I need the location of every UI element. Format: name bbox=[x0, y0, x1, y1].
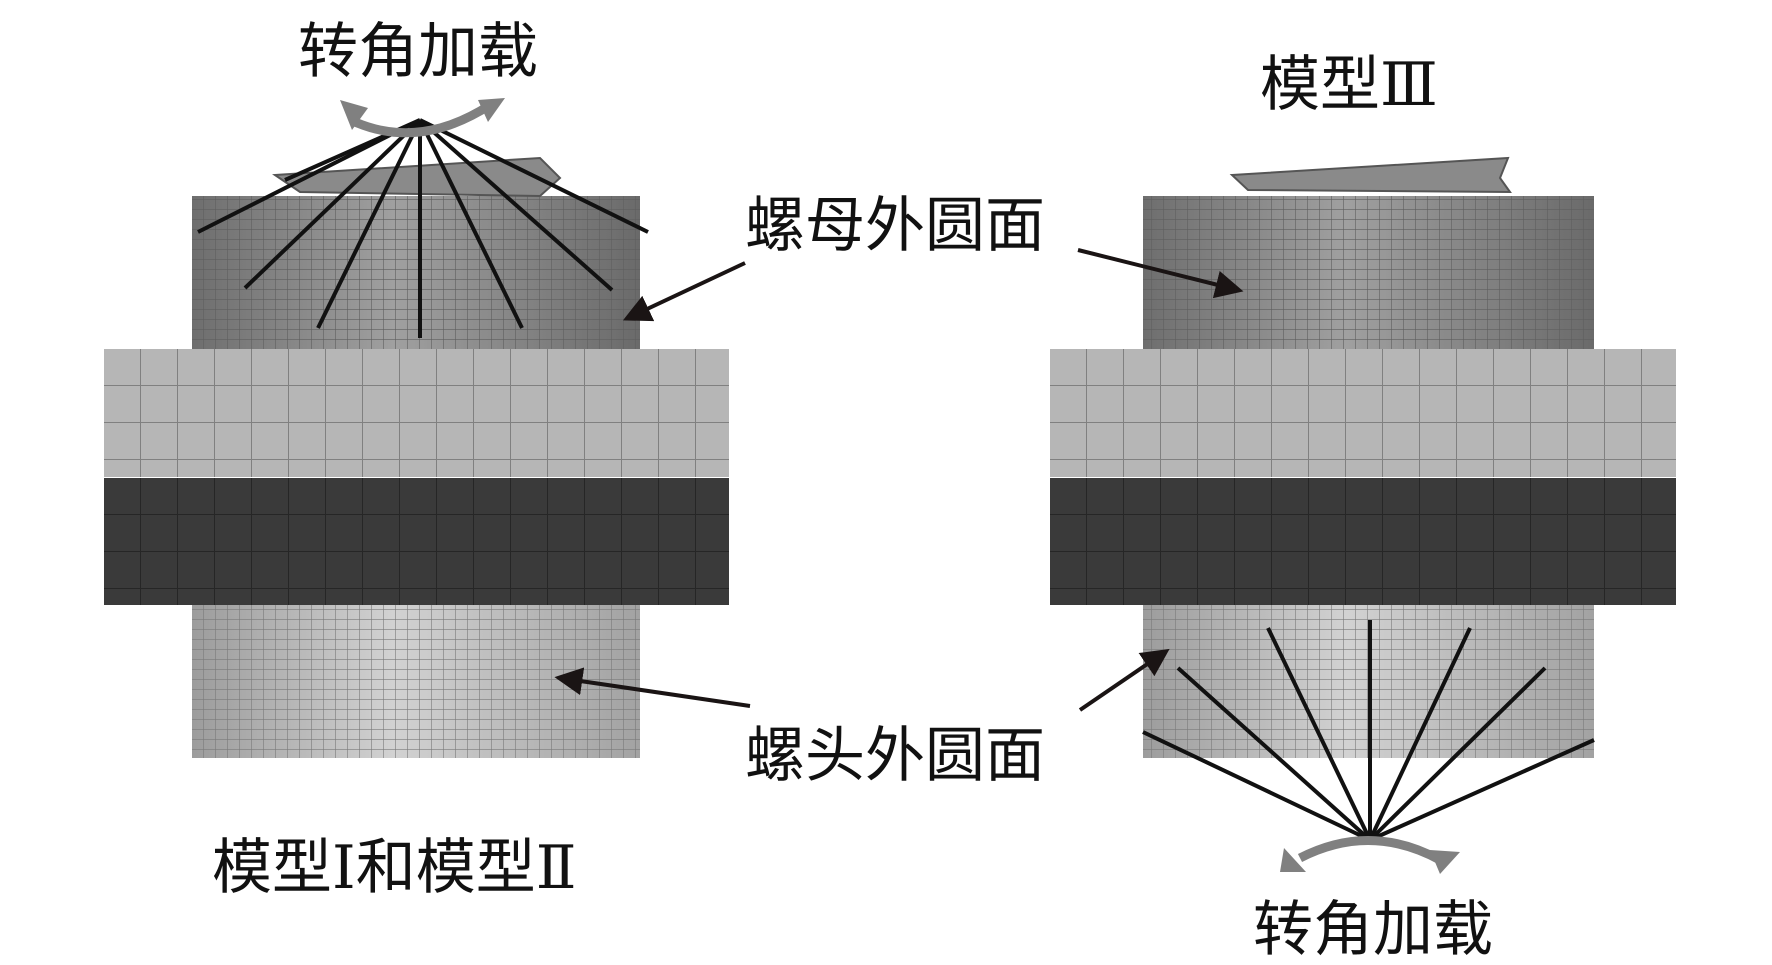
left-nut-thread bbox=[272, 156, 562, 198]
pointer-arrow-icon bbox=[622, 261, 746, 322]
rotation-load-label-top: 转角加载 bbox=[298, 17, 538, 87]
curved-rotation-arrow-icon bbox=[340, 98, 505, 138]
right-upper-plate bbox=[1050, 349, 1676, 477]
left-upper-plate bbox=[104, 349, 729, 477]
curved-rotation-arrow-icon bbox=[1280, 836, 1460, 874]
right-coupling-lines bbox=[1142, 620, 1595, 842]
pointer-arrow-icon bbox=[554, 667, 751, 708]
model-1-and-2-label: 模型Ⅰ和模型Ⅱ bbox=[212, 833, 577, 903]
pointer-arrow-icon bbox=[1077, 248, 1244, 299]
pointer-arrows bbox=[554, 248, 1244, 712]
rotation-load-label-bottom: 转角加载 bbox=[1253, 895, 1493, 965]
bolt-head-outer-surface-label: 螺头外圆面 bbox=[745, 721, 1045, 791]
nut-outer-surface-label: 螺母外圆面 bbox=[745, 191, 1045, 261]
right-nut-thread bbox=[1229, 156, 1512, 194]
left-nut-cylinder bbox=[192, 196, 640, 349]
pointer-arrow-icon bbox=[1078, 648, 1170, 712]
right-lower-plate bbox=[1050, 478, 1676, 605]
left-model bbox=[104, 98, 729, 758]
right-nut-cylinder bbox=[1143, 196, 1594, 349]
left-lower-plate bbox=[104, 478, 729, 605]
model-3-label: 模型Ⅲ bbox=[1260, 50, 1438, 120]
